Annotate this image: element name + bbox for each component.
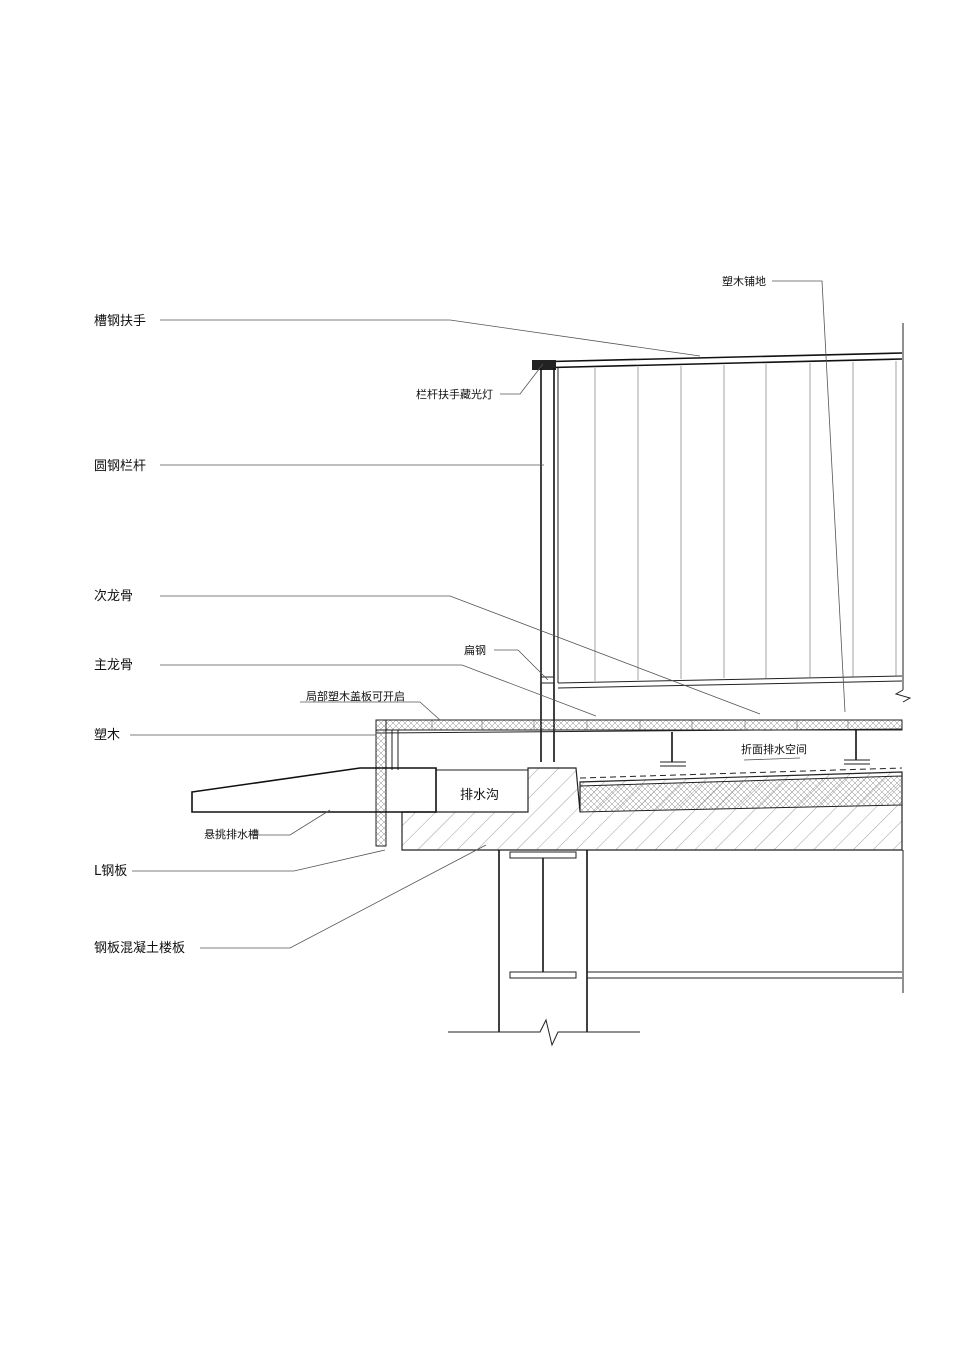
label-round-steel-rail: 圆钢栏杆 [94, 459, 146, 474]
label-handrail-light: 栏杆扶手藏光灯 [416, 387, 493, 401]
leader-lines [130, 280, 846, 949]
steel-column [448, 850, 904, 1047]
label-drain-ditch: 排水沟 [460, 788, 499, 803]
label-steel-concrete-slab: 钢板混凝土楼板 [94, 940, 185, 956]
label-l-steel-plate: L钢板 [94, 864, 127, 879]
label-partial-cover: 局部塑木盖板可开启 [306, 689, 405, 703]
joist-supports [660, 730, 870, 767]
label-channel-handrail: 槽钢扶手 [94, 314, 146, 329]
railing-panel [531, 323, 912, 762]
label-cantilever-gutter: 悬挑排水槽 [204, 827, 259, 841]
concrete-slab [401, 767, 903, 851]
wpc-decking-layer [375, 719, 903, 847]
label-drain-space: 折面排水空间 [741, 742, 807, 756]
label-wpc: 塑木 [94, 728, 120, 743]
label-wpc-decking: 塑木铺地 [722, 274, 766, 288]
label-main-joist: 主龙骨 [94, 658, 133, 673]
cantilever-gutter [191, 767, 437, 813]
label-secondary-joist: 次龙骨 [94, 588, 133, 604]
handrail-cap [532, 360, 556, 370]
rail-rods [594, 361, 897, 681]
label-flat-steel: 扁钢 [464, 644, 486, 657]
